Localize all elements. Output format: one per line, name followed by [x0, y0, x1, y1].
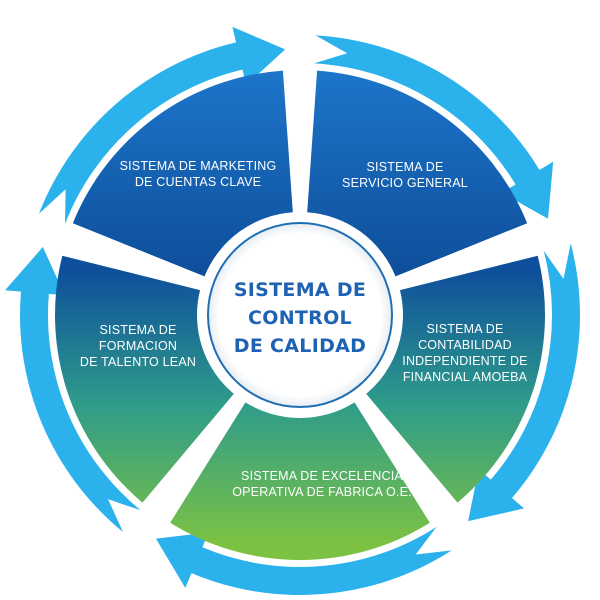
center-circle: SISTEMA DE CONTROL DE CALIDAD: [202, 217, 398, 413]
cycle-arrows: [5, 26, 580, 596]
cycle-arrow-2: [468, 243, 580, 522]
segment-label-marketing-line-1: SISTEMA DE MARKETING: [120, 159, 277, 173]
segment-servicio: [307, 70, 528, 277]
segment-label-excelencia-line-2: OPERATIVA DE FABRICA O.E.: [232, 485, 412, 499]
segment-label-marketing-line-2: DE CUENTAS CLAVE: [135, 175, 261, 189]
center-title-line-3: DE CALIDAD: [234, 335, 366, 357]
segment-excelencia: [170, 402, 430, 560]
segment-label-servicio-line-1: SISTEMA DE: [366, 160, 443, 174]
cycle-arrow-3: [155, 526, 452, 596]
segment-label-contabilidad-line-2: CONTABILIDAD: [418, 338, 512, 352]
cycle-arrow-4: [5, 247, 141, 532]
cycle-arrow-1: [314, 35, 554, 219]
center-title-line-1: SISTEMA DE: [234, 279, 366, 301]
center-ring: [207, 222, 393, 408]
segment-label-formacion-line-2: FORMACION: [99, 339, 177, 353]
segment-label-servicio-line-2: SERVICIO GENERAL: [342, 176, 468, 190]
wheel-segments: [54, 70, 545, 560]
segment-label-contabilidad-line-1: SISTEMA DE: [426, 322, 503, 336]
segment-label-formacion-line-3: DE TALENTO LEAN: [80, 355, 196, 369]
segment-formacion: [54, 255, 234, 503]
segment-label-excelencia-line-1: SISTEMA DE EXCELENCIA: [241, 469, 403, 483]
segment-contabilidad: [366, 255, 545, 503]
segment-label-contabilidad-line-4: FINANCIAL AMOEBA: [403, 370, 528, 384]
segment-labels: SISTEMA DE SERVICIO GENERAL SISTEMA DE CONT…: [80, 159, 528, 499]
cycle-arrow-5: [38, 26, 286, 224]
center-title-line-2: CONTROL: [248, 307, 352, 329]
segment-label-contabilidad-line-3: INDEPENDIENTE DE: [402, 354, 527, 368]
segment-label-formacion-line-1: SISTEMA DE: [99, 323, 176, 337]
segment-marketing: [72, 70, 293, 277]
